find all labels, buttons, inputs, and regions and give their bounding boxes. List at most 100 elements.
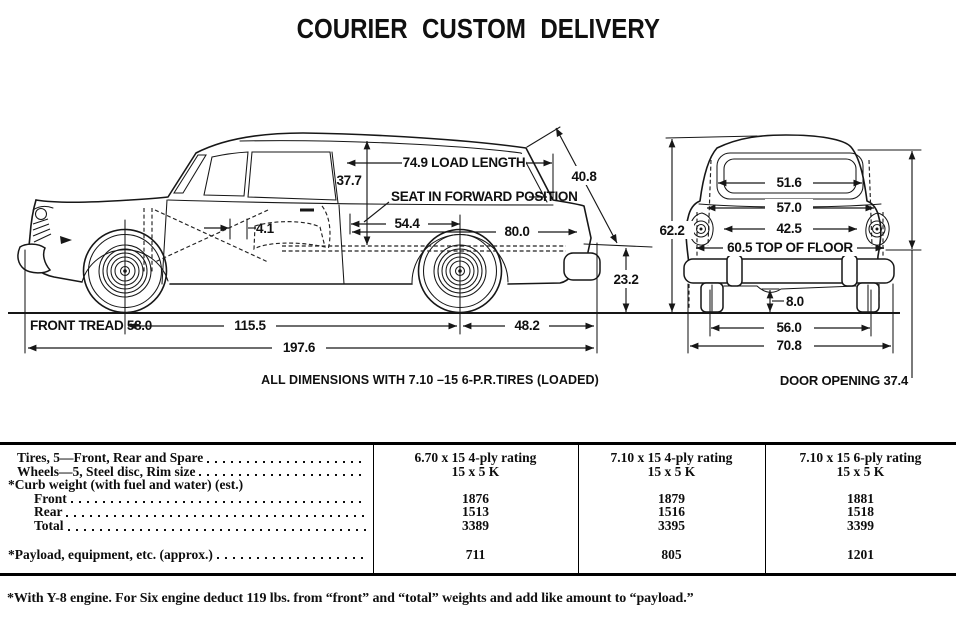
side-view-drawing — [17, 132, 601, 314]
dim-wheelbase: 115.5 — [234, 318, 266, 333]
row-value: 3399 — [847, 517, 874, 533]
table-row-tires: Tires, 5—Front, Rear and Spare 6.70 x 15… — [0, 451, 956, 465]
dim-overall-height: 62.2 — [659, 223, 684, 238]
row-value — [578, 478, 765, 492]
door-window — [247, 151, 337, 201]
row-value: 1881 — [847, 490, 874, 506]
dot-leader — [207, 460, 367, 463]
row-value: 15 x 5 K — [647, 463, 696, 479]
fender-emblem — [60, 236, 72, 244]
row-value: 1201 — [847, 546, 874, 562]
rear-bumper — [563, 252, 601, 281]
dim-seat-note: SEAT IN FORWARD POSITION — [391, 189, 578, 204]
right-tail-light — [865, 212, 890, 246]
table-row-total-weight: Total 3389 3395 3399 — [0, 519, 956, 533]
row-value: 15 x 5 K — [836, 463, 885, 479]
page-title: COURIER CUSTOM DELIVERY — [0, 13, 956, 45]
dimension-diagram: 74.9 LOAD LENGTH 37.7 SEAT IN FORWARD PO… — [8, 126, 922, 388]
under-pan — [723, 285, 857, 293]
dim-opening-width: 42.5 — [776, 221, 802, 236]
page-title-text: COURIER CUSTOM DELIVERY — [296, 13, 660, 44]
table-divider-3 — [765, 445, 766, 574]
row-value: 7.10 x 15 4-ply rating — [610, 450, 733, 465]
headlight-brow — [32, 205, 54, 211]
dim-body-width: 57.0 — [776, 200, 801, 215]
spec-table: Tires, 5—Front, Rear and Spare 6.70 x 15… — [0, 442, 956, 577]
table-divider-2 — [578, 445, 579, 574]
dot-leader — [66, 514, 367, 517]
dim-rear-overhang: 48.2 — [514, 318, 539, 333]
table-row-front-weight: Front 1876 1879 1881 — [0, 492, 956, 506]
row-label: *Payload, equipment, etc. (approx.) — [8, 546, 213, 562]
row-value: 1879 — [658, 490, 685, 506]
row-value: 3395 — [658, 517, 685, 533]
table-row-rear-weight: Rear 1513 1516 1518 — [0, 505, 956, 519]
diagram-caption: ALL DIMENSIONS WITH 7.10 –15 6-P.R.TIRES… — [261, 373, 599, 387]
side-view-dimensions: 74.9 LOAD LENGTH 37.7 SEAT IN FORWARD PO… — [24, 126, 653, 387]
rear-view-dimensions: 62.2 51.6 57.0 42.5 60.5 TOP OF FLOOR 8.… — [650, 135, 922, 388]
row-label: Tires, 5—Front, Rear and Spare — [17, 450, 204, 465]
row-value: 15 x 5 K — [451, 463, 500, 479]
dot-leader — [70, 501, 367, 504]
row-value: 6.70 x 15 4-ply rating — [414, 450, 537, 465]
interior-dashed-lines — [143, 205, 566, 274]
bumper-guard-left — [726, 254, 743, 287]
beltline — [167, 199, 554, 206]
row-label: *Curb weight (with fuel and water) (est.… — [8, 477, 244, 493]
dim-floor-length: 80.0 — [504, 224, 529, 239]
row-value: 711 — [465, 546, 486, 562]
row-value: 1876 — [462, 490, 489, 506]
row-value — [765, 478, 956, 492]
row-label: Wheels—5, Steel disc, Rim size — [17, 463, 196, 479]
table-row-payload: *Payload, equipment, etc. (approx.) 711 … — [0, 546, 956, 562]
dot-leader — [199, 474, 367, 477]
dim-seat-travel: 4.1 — [256, 221, 275, 236]
vent-window — [203, 151, 249, 197]
dot-leader — [67, 528, 367, 531]
row-value: 1513 — [462, 504, 489, 520]
front-face — [28, 199, 37, 247]
dim-load-length: 74.9 LOAD LENGTH — [403, 155, 526, 170]
headlight — [34, 207, 48, 221]
dim-door-opening: DOOR OPENING 37.4 — [780, 373, 909, 388]
row-value: 1516 — [658, 504, 685, 520]
body-outline — [35, 132, 592, 253]
dim-rear-door-slant: 40.8 — [571, 169, 597, 184]
rear-view-bumper — [683, 258, 895, 284]
row-label: Rear — [34, 504, 63, 520]
roof-inner-line — [239, 140, 522, 154]
dot-leader — [216, 557, 367, 560]
dim-rear-tread: 56.0 — [776, 320, 801, 335]
front-bumper — [17, 243, 52, 274]
dim-overall-length: 197.6 — [283, 340, 316, 355]
table-row-curb-weight: *Curb weight (with fuel and water) (est.… — [0, 478, 956, 492]
dim-interior-height: 37.7 — [336, 173, 361, 188]
rear-window-inner — [723, 158, 857, 194]
dim-window-width: 51.6 — [776, 175, 802, 190]
rear-view-drawing — [683, 134, 895, 313]
row-label: Total — [34, 517, 64, 533]
row-value: 7.10 x 15 6-ply rating — [799, 450, 922, 465]
door-rear-cut — [338, 204, 345, 285]
row-value: 805 — [661, 546, 682, 562]
dim-overall-width: 70.8 — [776, 338, 802, 353]
rear-body-outline — [685, 134, 882, 283]
b-pillar — [331, 151, 339, 204]
row-value: 1518 — [847, 504, 874, 520]
rear-view-tires — [700, 282, 880, 313]
bumper-guard-right — [841, 254, 858, 287]
door-front-cut — [161, 199, 168, 285]
row-value — [373, 478, 578, 492]
row-value: 3389 — [462, 517, 489, 533]
table-divider-1 — [373, 445, 374, 574]
grille-hatching — [32, 218, 52, 243]
dim-front-tread: FRONT TREAD 58.0 — [30, 318, 152, 333]
footnote: *With Y-8 engine. For Six engine deduct … — [7, 591, 694, 606]
dim-bumper-height: 8.0 — [786, 294, 804, 309]
row-label: Front — [34, 490, 67, 506]
table-row-wheels: Wheels—5, Steel disc, Rim size 15 x 5 K … — [0, 463, 956, 479]
windshield — [173, 154, 207, 194]
dim-floor-height: 23.2 — [613, 272, 638, 287]
dim-top-of-floor: 60.5 TOP OF FLOOR — [727, 240, 853, 255]
